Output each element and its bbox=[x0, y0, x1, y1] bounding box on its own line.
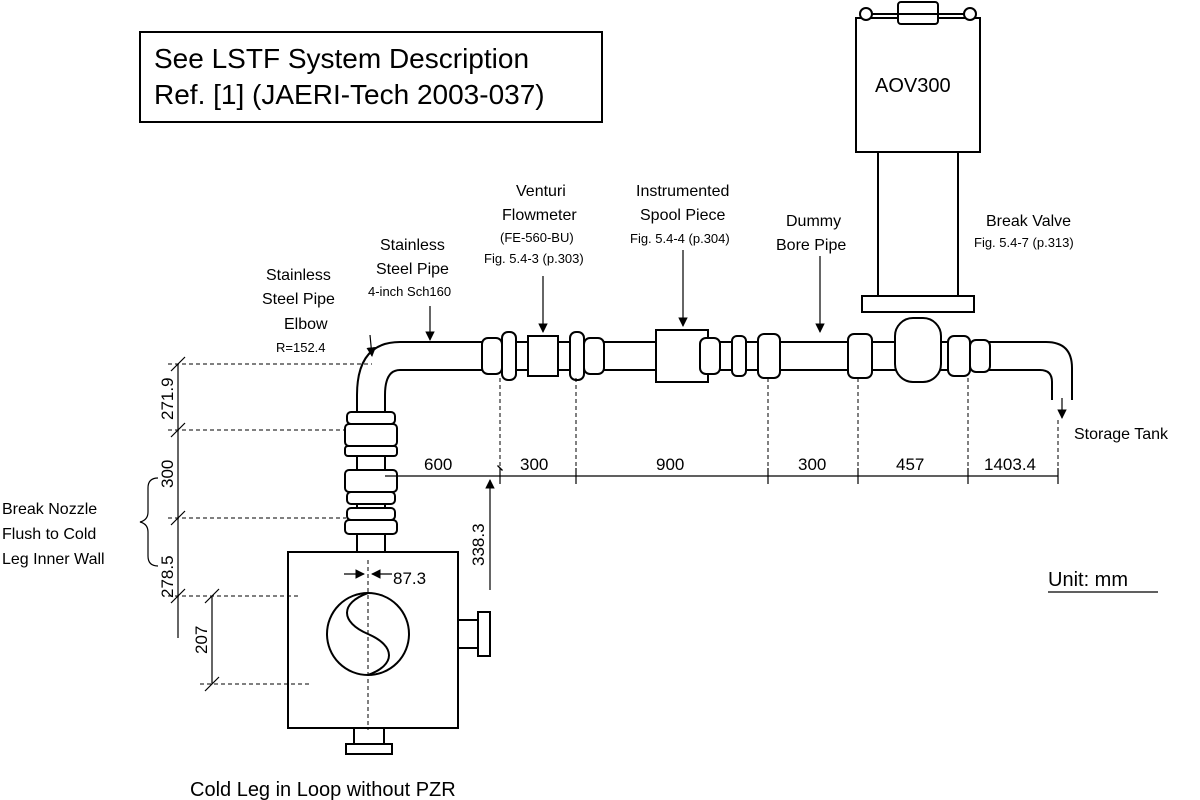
break-valve-label-2: Fig. 5.4-7 (p.313) bbox=[974, 235, 1074, 250]
figure-caption: Cold Leg in Loop without PZR bbox=[190, 779, 456, 800]
dummy-bore-pipe bbox=[847, 333, 873, 379]
pipe-label-1: Stainless bbox=[380, 237, 445, 254]
dim-338-3: 338.3 bbox=[469, 523, 488, 566]
instrumented-spool-piece bbox=[655, 329, 781, 383]
dim-87-3: 87.3 bbox=[393, 569, 426, 588]
break-valve: AOV300 bbox=[855, 1, 991, 383]
venturi-flowmeter bbox=[481, 331, 605, 381]
venturi-label-3: (FE-560-BU) bbox=[500, 230, 574, 245]
storage-tank-label: Storage Tank bbox=[1074, 426, 1169, 443]
dim-300-a: 300 bbox=[520, 455, 548, 474]
nozzle-offset-dimension: 87.3 bbox=[344, 569, 426, 588]
pipe-label-3: 4-inch Sch160 bbox=[368, 284, 451, 299]
spool-label-2: Spool Piece bbox=[640, 207, 725, 224]
dim-900: 900 bbox=[656, 455, 684, 474]
elbow-label-2: Steel Pipe bbox=[262, 291, 335, 308]
extension-lines bbox=[168, 363, 1059, 730]
reference-box: See LSTF System Description Ref. [1] (JA… bbox=[139, 31, 603, 123]
elbow-label-4: R=152.4 bbox=[276, 340, 326, 355]
dim-271-9: 271.9 bbox=[158, 377, 177, 420]
dummy-label-1: Dummy bbox=[786, 213, 841, 230]
spool-label-1: Instrumented bbox=[636, 183, 729, 200]
aov300-label: AOV300 bbox=[875, 75, 951, 97]
cold-leg-housing bbox=[287, 551, 491, 755]
reference-line-1: See LSTF System Description bbox=[154, 43, 529, 74]
vertical-dimension-chain: 271.9 300 278.5 207 bbox=[158, 356, 220, 692]
pipe-label-2: Steel Pipe bbox=[376, 261, 449, 278]
venturi-label-2: Flowmeter bbox=[502, 207, 577, 224]
riser-dimension: 338.3 bbox=[469, 479, 495, 590]
spool-label-3: Fig. 5.4-4 (p.304) bbox=[630, 231, 730, 246]
elbow-label-3: Elbow bbox=[284, 316, 328, 333]
elbow-label-1: Stainless bbox=[266, 267, 331, 284]
vertical-riser bbox=[344, 395, 398, 552]
dim-600: 600 bbox=[424, 455, 452, 474]
dim-207: 207 bbox=[192, 626, 211, 654]
reference-line-2: Ref. [1] (JAERI-Tech 2003-037) bbox=[154, 79, 545, 110]
break-nozzle-label-2: Flush to Cold bbox=[2, 526, 96, 543]
break-valve-label-1: Break Valve bbox=[986, 213, 1071, 230]
dim-300-v: 300 bbox=[158, 460, 177, 488]
horizontal-dimension-chain: 600 300 900 300 457 1403.4 bbox=[385, 455, 1059, 484]
dummy-label-2: Bore Pipe bbox=[776, 237, 846, 254]
venturi-label-1: Venturi bbox=[516, 183, 566, 200]
dim-1403-4: 1403.4 bbox=[984, 455, 1036, 474]
dim-457: 457 bbox=[896, 455, 924, 474]
venturi-label-4: Fig. 5.4-3 (p.303) bbox=[484, 251, 584, 266]
stainless-steel-elbow bbox=[356, 341, 480, 396]
unit-label: Unit: mm bbox=[1048, 569, 1128, 591]
break-nozzle-label-3: Leg Inner Wall bbox=[2, 551, 105, 568]
component-labels: Stainless Steel Pipe Elbow R=152.4 Stain… bbox=[2, 183, 1169, 800]
break-nozzle-brace bbox=[139, 477, 159, 567]
outlet-bend bbox=[1010, 341, 1073, 400]
break-nozzle-label-1: Break Nozzle bbox=[2, 501, 97, 518]
dim-278-5: 278.5 bbox=[158, 555, 177, 598]
dim-300-b: 300 bbox=[798, 455, 826, 474]
